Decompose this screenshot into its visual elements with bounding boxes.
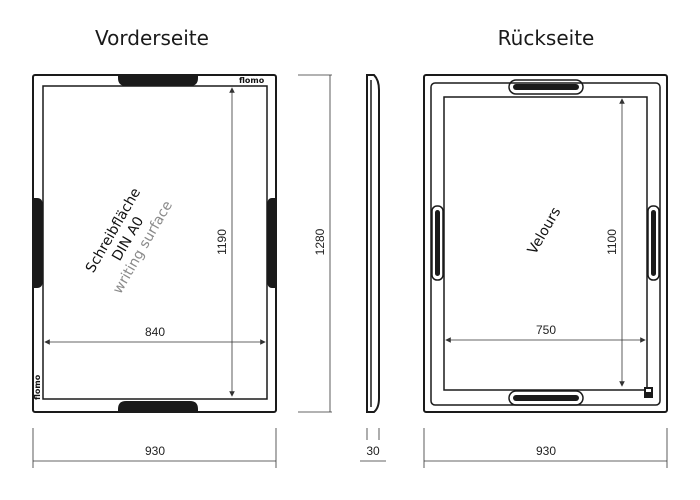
back-handle-left-grip	[435, 210, 440, 276]
back-velour-surface	[443, 96, 648, 391]
side-profile	[366, 74, 380, 413]
side-view: 30	[360, 74, 386, 462]
back-heading: Rückseite	[498, 26, 595, 50]
front-view: flomo flomo Schreibfläche DIN A0 writing…	[32, 74, 332, 468]
side-dim-depth: 30	[366, 444, 380, 458]
front-handle-left	[33, 198, 43, 288]
back-dim-inner-height: 1100	[605, 229, 619, 255]
front-dim-total-width: 930	[145, 444, 165, 458]
front-dim-inner-width: 840	[145, 325, 165, 339]
back-handle-bottom	[508, 390, 584, 406]
back-handle-right	[647, 205, 660, 281]
back-dim-inner-width: 750	[536, 323, 556, 337]
back-handle-bottom-grip	[513, 395, 579, 401]
back-handle-top	[508, 79, 584, 95]
front-logo-bottom: flomo	[33, 374, 42, 400]
front-logo-top: flomo	[239, 76, 265, 85]
back-handle-top-grip	[513, 84, 579, 90]
front-handle-bottom	[118, 401, 198, 412]
front-heading: Vorderseite	[95, 26, 209, 50]
back-dim-total-width: 930	[536, 444, 556, 458]
back-handle-left	[431, 205, 444, 281]
back-view: Velours 1100 750 930	[423, 74, 668, 468]
back-handle-right-grip	[651, 210, 656, 276]
back-label-badge	[644, 387, 653, 398]
front-dim-inner-height: 1190	[215, 229, 229, 255]
back-label-badge-mark	[646, 389, 651, 392]
back-board-outline	[423, 74, 668, 413]
front-handle-right	[267, 198, 276, 288]
front-handle-top	[118, 75, 198, 86]
front-dim-total-height: 1280	[313, 228, 327, 255]
